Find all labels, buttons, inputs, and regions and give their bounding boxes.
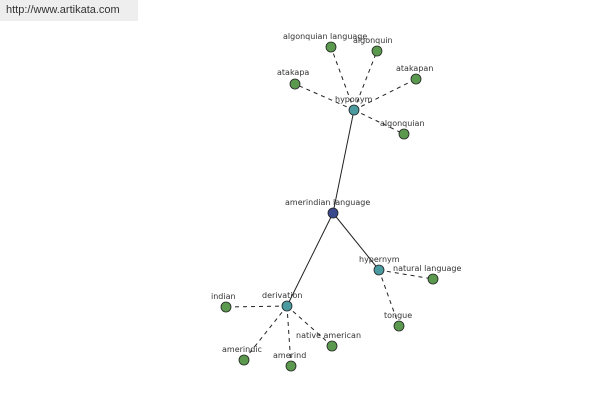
edge-hyponym-algonquian-language — [330, 46, 355, 111]
relation-label-hyponym[interactable]: hyponym — [335, 95, 373, 104]
leaf-label-algonquin[interactable]: algonquin — [353, 36, 393, 45]
leaf-label-indian[interactable]: indian — [211, 292, 236, 301]
relation-node-hypernym[interactable] — [373, 264, 385, 276]
leaf-node-indian[interactable] — [220, 301, 232, 313]
leaf-node-algonquin[interactable] — [371, 45, 383, 57]
edge-hypernym-tongue — [378, 269, 400, 327]
root-node[interactable] — [327, 207, 339, 219]
relation-node-derivation[interactable] — [281, 300, 293, 312]
site-url[interactable]: http://www.artikata.com — [0, 0, 138, 21]
edge-hypernym-natural-language — [378, 269, 434, 280]
leaf-label-atakapa[interactable]: atakapa — [277, 68, 309, 77]
leaf-label-natural-language[interactable]: natural language — [393, 264, 461, 273]
leaf-label-tongue[interactable]: tongue — [384, 311, 412, 320]
edge-root-hypernym — [332, 212, 380, 271]
edge-derivation-amerindic — [243, 305, 288, 361]
leaf-label-amerind[interactable]: amerind — [273, 351, 306, 360]
leaf-node-atakapan[interactable] — [410, 73, 422, 85]
leaf-label-algonquian[interactable]: algonquian — [380, 119, 425, 128]
edge-hyponym-atakapa — [294, 83, 355, 111]
labels: amerindian language hyponym algonquian lan… — [211, 32, 461, 360]
edges — [225, 46, 434, 367]
edge-root-derivation — [286, 212, 334, 307]
nodes — [220, 41, 439, 372]
leaf-node-natural-language[interactable] — [427, 273, 439, 285]
edge-derivation-native-american — [286, 305, 333, 347]
leaf-label-atakapan[interactable]: atakapan — [396, 64, 433, 73]
root-node-label[interactable]: amerindian language — [285, 198, 370, 207]
leaf-node-algonquian[interactable] — [398, 128, 410, 140]
edge-hyponym-algonquin — [353, 50, 378, 111]
edge-derivation-indian — [225, 305, 288, 308]
leaf-label-native-american[interactable]: native american — [296, 331, 361, 340]
leaf-label-amerindic[interactable]: amerindic — [222, 345, 262, 354]
leaf-label-algonquian-language[interactable]: algonquian language — [283, 32, 367, 41]
relation-node-hyponym[interactable] — [348, 104, 360, 116]
relation-label-hypernym[interactable]: hypernym — [359, 255, 400, 264]
leaf-node-amerindic[interactable] — [238, 354, 250, 366]
leaf-node-atakapa[interactable] — [289, 78, 301, 90]
edge-root-hyponym — [332, 109, 355, 214]
leaf-node-native-american[interactable] — [326, 340, 338, 352]
edge-hyponym-atakapan — [353, 78, 417, 111]
leaf-node-algonquian-language[interactable] — [325, 41, 337, 53]
leaf-node-amerind[interactable] — [285, 360, 297, 372]
relation-label-derivation[interactable]: derivation — [262, 291, 302, 300]
edge-derivation-amerind — [286, 305, 292, 367]
leaf-node-tongue[interactable] — [393, 320, 405, 332]
edge-hyponym-algonquian — [353, 109, 405, 135]
